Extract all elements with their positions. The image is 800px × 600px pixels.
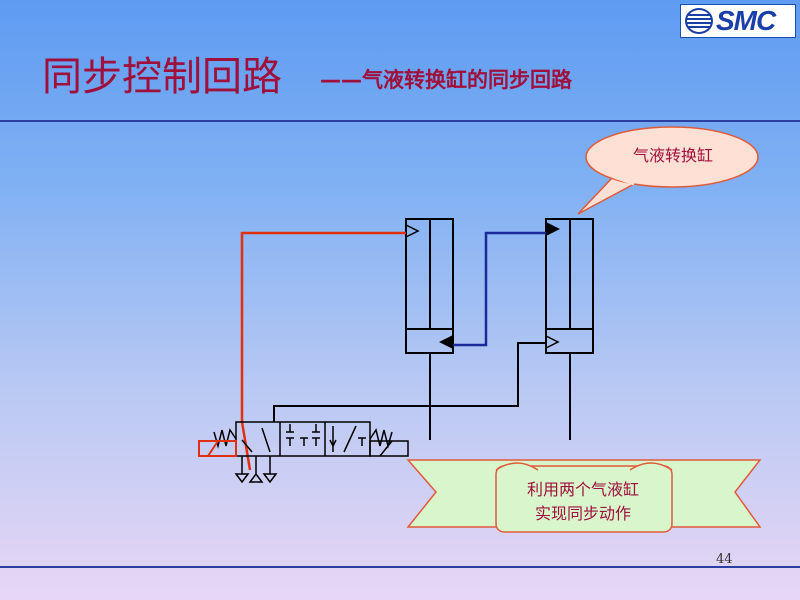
- note-label: 利用两个气液缸 实现同步动作: [498, 478, 668, 526]
- page-number: 44: [716, 552, 733, 567]
- note-line-2: 实现同步动作: [534, 504, 631, 523]
- note-line-1: 利用两个气液缸: [526, 480, 639, 499]
- page-title: 同步控制回路: [42, 54, 282, 100]
- exhaust-line: [273, 342, 546, 422]
- smc-logo: SMC: [680, 4, 796, 38]
- callout-label: 气液转换缸: [632, 146, 713, 165]
- air-line: [240, 231, 406, 471]
- oil-line: [453, 231, 546, 347]
- directional-valve: [198, 421, 409, 484]
- header-divider: [0, 120, 800, 122]
- right-cylinder: [545, 218, 594, 440]
- page-subtitle: ——气液转换缸的同步回路: [320, 68, 572, 92]
- smc-logo-mark-icon: [685, 8, 713, 34]
- callout-bubble: [577, 126, 759, 215]
- logo-text: SMC: [716, 5, 776, 36]
- footer-divider: [0, 566, 800, 568]
- left-cylinder: [405, 218, 454, 440]
- note-banner: [406, 459, 762, 533]
